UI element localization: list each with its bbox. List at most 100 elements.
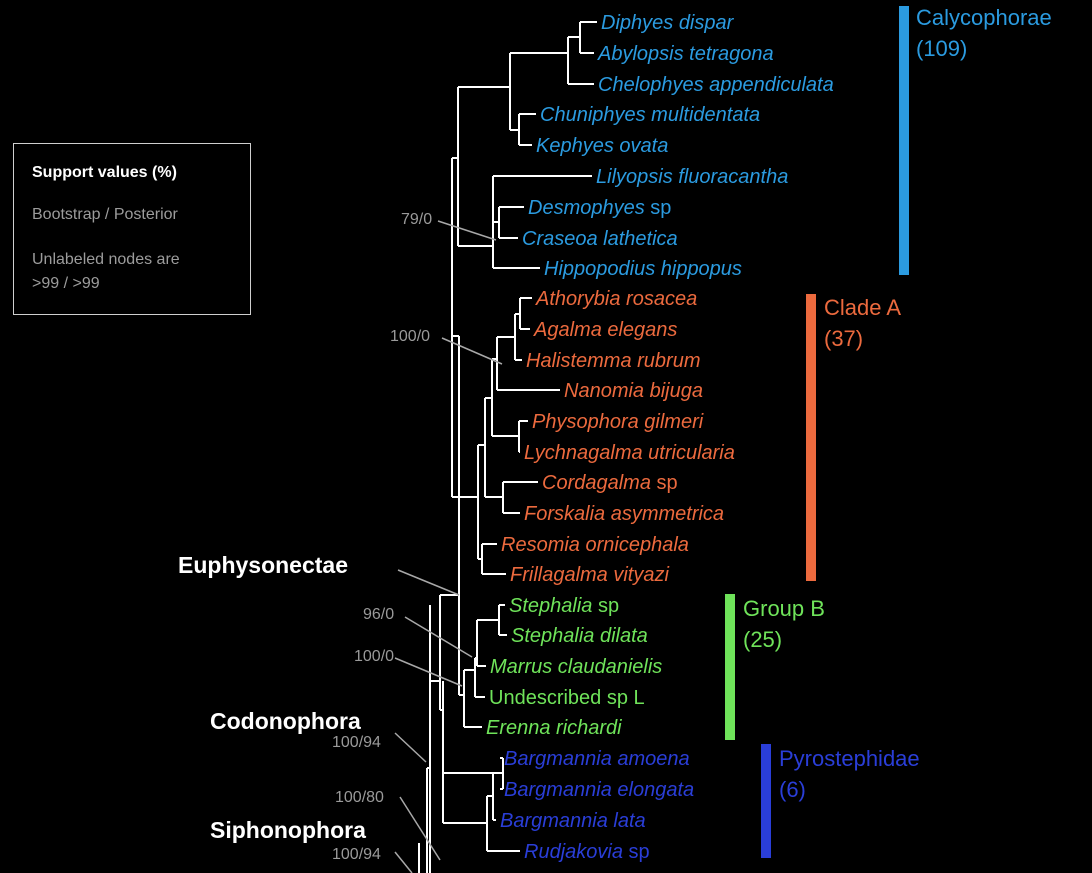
legend-line-unlabeled-1: Unlabeled nodes are [32,251,180,268]
taxon-name: Chuniphyes multidentata [540,104,760,126]
taxon-suffix: sp [651,472,678,494]
clade-count-group_b: (25) [743,627,782,652]
group-label-codonophora: Codonophora [210,708,361,734]
taxon-name: Hippopodius hippopus [544,258,742,280]
support-pointer [394,657,463,687]
taxon-name: Cordagalma [542,472,651,494]
taxon-label: Bargmannia elongata [504,779,694,801]
legend-line-unlabeled: Unlabeled nodes are >99 / >99 [32,248,232,296]
support-pointer [399,796,441,861]
taxon-label: Stephalia sp [509,595,619,617]
taxon-label: Agalma elegans [533,319,677,341]
taxon-label: Physophora gilmeri [532,411,704,433]
taxon-name: Marrus claudanielis [490,656,662,678]
taxon-label: Chelophyes appendiculata [598,74,834,96]
support-pointer [394,851,413,873]
taxon-name: Stephalia dilata [511,625,648,647]
taxon-name: Bargmannia elongata [504,779,694,801]
taxon-name: Physophora gilmeri [532,411,704,433]
legend-line-unlabeled-2: >99 / >99 [32,275,100,292]
support-value: 100/0 [354,648,394,665]
taxon-label: Resomia ornicephala [501,534,689,556]
taxon-name: Chelophyes appendiculata [598,74,834,96]
taxon-label: Desmophyes sp [528,197,671,219]
taxon-label: Bargmannia lata [500,810,646,832]
taxon-name: Bargmannia amoena [504,748,690,770]
taxon-name: Lychnagalma utricularia [524,442,735,464]
clade-bars [725,6,909,858]
taxon-label: Undescribed sp L [489,687,645,709]
clade-bar-group_b [725,594,735,740]
clade-bar-clade_a [806,294,816,581]
support-pointer-lines [394,220,503,873]
support-value: 100/0 [390,328,430,345]
taxon-name: Rudjakovia [524,841,623,863]
taxon-name: Resomia ornicephala [501,534,689,556]
taxon-label: Stephalia dilata [511,625,648,647]
clade-bar-calycophorae [899,6,909,275]
taxon-label: Chuniphyes multidentata [540,104,760,126]
support-value: 100/94 [332,734,381,751]
support-pointer [397,569,460,596]
taxon-label: Bargmannia amoena [504,748,690,770]
support-pointer [394,732,427,763]
legend-line-bootstrap: Bootstrap / Posterior [32,206,178,223]
taxon-name: Stephalia [509,595,592,617]
support-value: 100/80 [335,789,384,806]
taxon-name: Nanomia bijuga [564,380,703,402]
taxon-name: Diphyes dispar [601,12,735,34]
taxon-name: Desmophyes [528,197,645,219]
support-pointer [441,337,503,365]
support-value: 79/0 [401,211,432,228]
taxon-name: Forskalia asymmetrica [524,503,724,525]
clade-label-clade_a: Clade A [824,295,901,320]
support-values-legend: Support values (%) Bootstrap / Posterior… [13,143,251,315]
taxon-name: Abylopsis tetragona [597,43,774,65]
taxon-name: Frillagalma vityazi [510,564,669,586]
taxon-name: Lilyopsis fluoracantha [596,166,788,188]
support-pointer [404,616,473,658]
taxon-label: Frillagalma vityazi [510,564,669,586]
clade-label-pyrostephidae: Pyrostephidae [779,746,920,771]
taxon-label: Forskalia asymmetrica [524,503,724,525]
taxon-label: Rudjakovia sp [524,841,650,863]
clade-label-calycophorae: Calycophorae [916,5,1052,30]
clade-count-clade_a: (37) [824,326,863,351]
taxon-label: Nanomia bijuga [564,380,703,402]
taxon-label: Lilyopsis fluoracantha [596,166,788,188]
taxon-label: Kephyes ovata [536,135,668,157]
taxon-suffix: sp [623,841,650,863]
taxon-name: Craseoa lathetica [522,228,678,250]
taxon-label: Abylopsis tetragona [597,43,774,65]
taxon-suffix: sp [645,197,672,219]
clade-count-pyrostephidae: (6) [779,777,806,802]
support-pointer [437,220,497,241]
taxon-suffix: sp [592,595,619,617]
taxon-name: Bargmannia lata [500,810,646,832]
group-label-siphonophora: Siphonophora [210,817,366,843]
taxon-suffix: Undescribed sp L [489,687,645,709]
clade-labels: Calycophorae (109) Clade A (37) Group B (25) P… [743,5,1052,802]
support-value: 96/0 [363,606,394,623]
clade-label-group_b: Group B [743,596,825,621]
taxon-label: Erenna richardi [486,717,622,739]
taxon-label: Halistemma rubrum [526,350,700,372]
taxon-name: Kephyes ovata [536,135,668,157]
support-labels: 79/0 100/0 96/0 100/0 100/94 100/80 100/94 [332,211,432,863]
taxon-label: Diphyes dispar [601,12,735,34]
taxon-name: Agalma elegans [533,319,677,341]
group-label-euphysonectae: Euphysonectae [178,552,348,578]
taxon-label: Athorybia rosacea [535,288,697,310]
taxon-name: Athorybia rosacea [535,288,697,310]
taxon-label: Lychnagalma utricularia [524,442,735,464]
taxon-name: Halistemma rubrum [526,350,700,372]
taxon-label: Craseoa lathetica [522,228,678,250]
support-value: 100/94 [332,846,381,863]
taxon-label: Marrus claudanielis [490,656,662,678]
taxon-label: Hippopodius hippopus [544,258,742,280]
clade-count-calycophorae: (109) [916,36,967,61]
clade-bar-pyrostephidae [761,744,771,858]
